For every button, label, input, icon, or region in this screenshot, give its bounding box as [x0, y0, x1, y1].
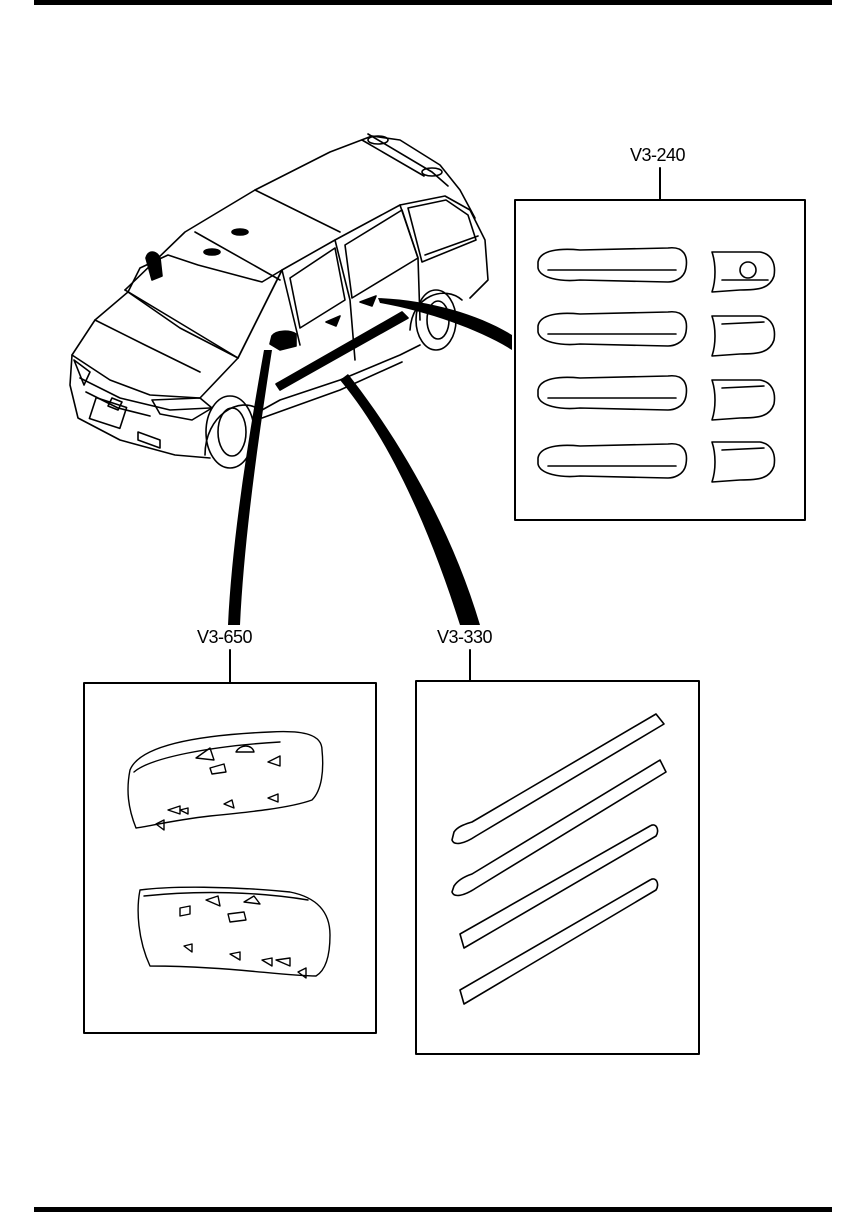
v3-330-box [415, 680, 700, 1055]
top-rule [34, 0, 832, 5]
leader-to-v3-650 [228, 350, 272, 625]
callout-v3-330: V3-330 [437, 627, 493, 647]
v3-240-box [514, 199, 806, 521]
door-handle-icon [537, 246, 776, 483]
callout-v3-650: V3-650 [197, 627, 253, 647]
leader-to-v3-240 [378, 298, 512, 350]
side-molding-icon [451, 713, 667, 1005]
car-icon [69, 133, 489, 469]
leader-to-v3-330 [340, 374, 480, 625]
callout-v3-240: V3-240 [630, 145, 686, 165]
v3-650-box [83, 682, 377, 1034]
mirror-cover-icon [127, 730, 331, 979]
bottom-rule [34, 1207, 832, 1212]
